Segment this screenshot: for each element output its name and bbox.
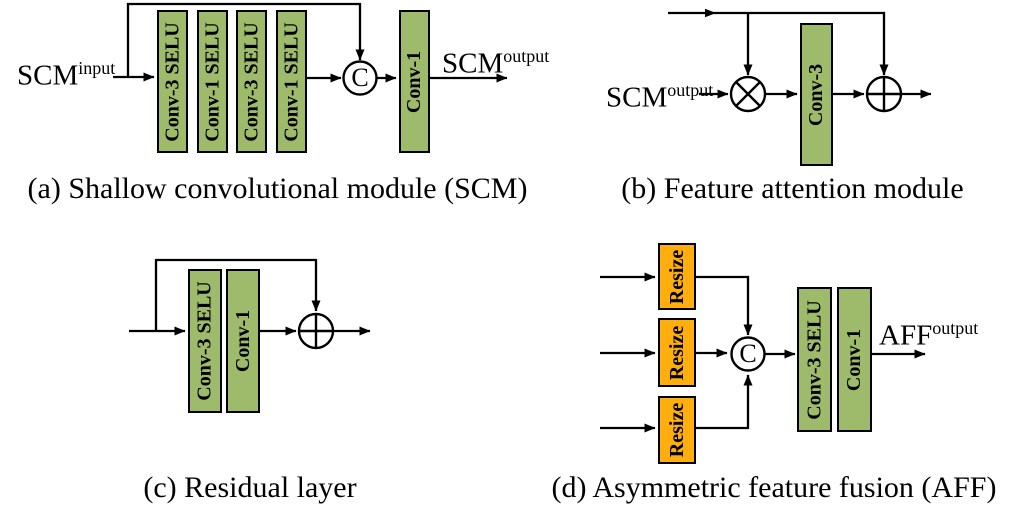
conv1-block: Conv-1	[226, 269, 260, 413]
conv3-selu-block: Conv-3 SELU	[157, 10, 188, 153]
block-label: Resize	[666, 402, 689, 458]
block-label: Conv-1 SELU	[201, 21, 224, 142]
scm-input-label: SCMinput	[17, 52, 115, 93]
block-label: Conv-3 SELU	[161, 21, 184, 142]
label-superscript: output	[503, 46, 550, 66]
concat-circle-a	[342, 60, 378, 96]
block-label: Resize	[666, 325, 689, 380]
block-label: Conv-1	[403, 50, 426, 113]
block-label: Conv-3 SELU	[240, 21, 263, 142]
conv1-block: Conv-1	[399, 10, 430, 153]
block-label: Conv-3	[805, 63, 828, 126]
block-label: Conv-1	[843, 328, 866, 391]
caption-d: (d) Asymmetric feature fusion (AFF)	[551, 471, 997, 504]
fam-wiring	[668, 11, 932, 99]
aff-wiring	[600, 272, 926, 433]
block-label: Conv-1	[232, 309, 255, 373]
label-base: SCM	[17, 59, 79, 92]
conv1-selu-block: Conv-1 SELU	[197, 10, 228, 153]
conv3-block: Conv-3	[800, 23, 833, 166]
scm-wiring	[113, 2, 508, 83]
conv3-selu-block: Conv-3 SELU	[797, 287, 832, 432]
resize-block: Resize	[658, 243, 696, 310]
concat-icon: C	[351, 63, 369, 92]
conv3-selu-block: Conv-3 SELU	[188, 269, 222, 413]
caption-a: (a) Shallow convolutional module (SCM)	[27, 172, 528, 205]
conv1-selu-block: Conv-1 SELU	[276, 10, 307, 153]
label-superscript: input	[78, 58, 116, 78]
residual-wiring	[129, 258, 371, 336]
scm-output-input-label: SCMoutput	[606, 74, 713, 115]
label-superscript: output	[932, 318, 979, 338]
block-label: Resize	[666, 249, 689, 304]
resize-block: Resize	[658, 396, 696, 464]
caption-b: (b) Feature attention module	[621, 172, 964, 205]
label-base: SCM	[606, 81, 668, 114]
label-base: AFF	[879, 319, 933, 352]
resize-block: Resize	[658, 318, 696, 387]
caption-c: (c) Residual layer	[143, 471, 357, 504]
conv3-selu-block: Conv-3 SELU	[236, 10, 267, 153]
label-base: SCM	[442, 47, 504, 80]
scm-output-label: SCMoutput	[442, 40, 549, 81]
add-icon	[865, 75, 903, 113]
add-icon	[297, 312, 335, 350]
conv1-block: Conv-1	[837, 287, 872, 432]
multiply-icon	[729, 75, 767, 113]
concat-icon: C	[739, 339, 757, 368]
block-label: Conv-3 SELU	[194, 281, 217, 401]
block-label: Conv-1 SELU	[280, 21, 303, 142]
label-superscript: output	[667, 80, 714, 100]
block-label: Conv-3 SELU	[803, 299, 826, 420]
concat-circle-d	[730, 336, 766, 372]
aff-output-label: AFFoutput	[879, 312, 978, 353]
midline-arrowhead-icon	[705, 8, 716, 18]
